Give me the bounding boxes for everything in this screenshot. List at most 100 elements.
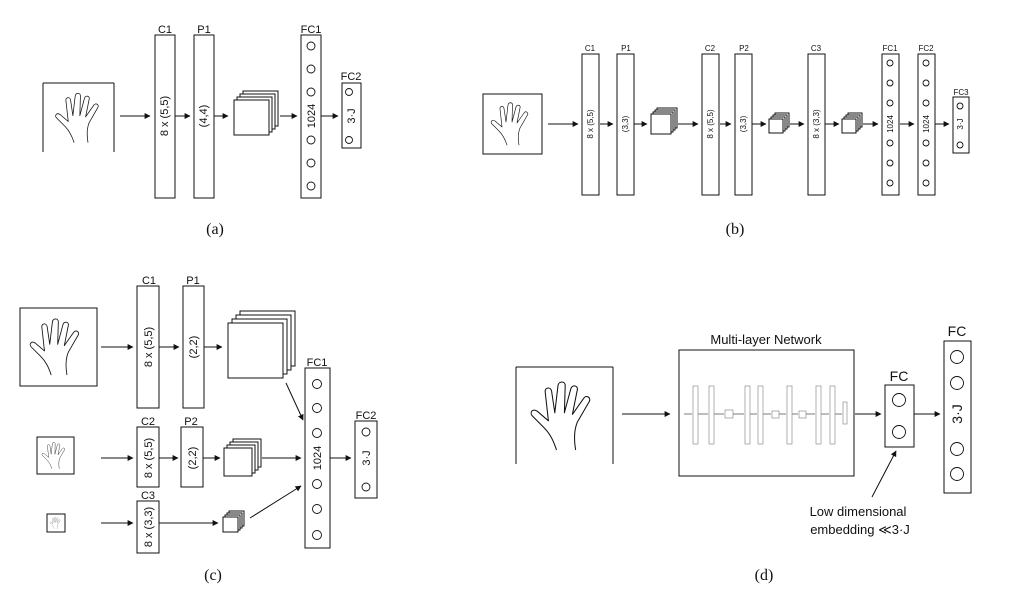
neuron-group xyxy=(922,59,930,187)
panel-c-fc2-layer: FC2 3·J xyxy=(354,410,378,499)
p1-title: P1 xyxy=(621,44,631,53)
neuron xyxy=(956,102,964,110)
c2-title: C2 xyxy=(141,416,155,428)
panel-d-input-image xyxy=(515,366,614,464)
c3-label: 8 x (3,3) xyxy=(812,109,821,139)
neuron xyxy=(886,139,894,147)
panel-a-fc1-layer: FC1 1024 xyxy=(300,24,322,199)
neuron xyxy=(950,376,964,390)
p2-label: (2,2) xyxy=(187,447,199,470)
neuron xyxy=(886,79,894,87)
network-thumbnail xyxy=(684,385,848,445)
neuron xyxy=(892,425,906,439)
fc3-title: FC3 xyxy=(953,88,969,97)
neuron xyxy=(950,442,964,456)
fc2-label: 1024 xyxy=(922,115,931,133)
neuron xyxy=(361,427,371,437)
fc1-label: 1024 xyxy=(312,446,324,470)
neuron-group xyxy=(306,41,316,191)
fc1-label: 1024 xyxy=(306,104,318,128)
p1-label: (3,3) xyxy=(621,115,630,132)
fc-small-title: FC xyxy=(890,368,909,384)
neuron xyxy=(950,467,964,481)
panel-b-p2-layer: P2 (3,3) xyxy=(734,44,753,196)
panel-c-input-image-medium xyxy=(36,436,75,475)
neuron xyxy=(312,504,322,514)
c1-title: C1 xyxy=(142,275,156,287)
neuron xyxy=(306,158,316,168)
p1-label: (2,2) xyxy=(188,336,200,359)
panel-a-c1-layer: C1 8 x (5,5) xyxy=(154,24,176,199)
panel-b-c2-layer: C2 8 x (5,5) xyxy=(701,44,720,196)
panel-c-feature-maps-1 xyxy=(227,310,296,379)
panel-c-p1-layer: P1 (2,2) xyxy=(182,275,205,409)
c1-label: 8 x (5,5) xyxy=(159,96,171,136)
neuron xyxy=(886,99,894,107)
c1-title: C1 xyxy=(158,24,172,36)
neuron-group xyxy=(956,102,964,149)
neuron xyxy=(345,136,353,144)
neuron xyxy=(922,59,930,67)
c1-label: 8 x (5,5) xyxy=(143,327,155,367)
neuron xyxy=(886,159,894,167)
panel-d-fc-embedding-layer: FC xyxy=(884,368,915,448)
p1-label: (4,4) xyxy=(198,105,210,128)
p1-title: P1 xyxy=(197,24,210,36)
neuron xyxy=(892,393,906,407)
neuron xyxy=(306,41,316,51)
p2-title: P2 xyxy=(184,416,197,428)
hand-icon xyxy=(55,92,99,143)
neuron xyxy=(922,159,930,167)
network-title: Multi-layer Network xyxy=(710,332,822,347)
panel-d-fc-output-layer: FC 3·J xyxy=(943,323,972,494)
panel-b-feature-maps-1 xyxy=(650,107,678,135)
neuron xyxy=(886,179,894,187)
embedding-text-line1: Low dimensional xyxy=(810,504,907,519)
c2-label: 8 x (5,5) xyxy=(143,438,155,478)
p1-title: P1 xyxy=(186,275,199,287)
neuron xyxy=(345,88,353,96)
c2-title: C2 xyxy=(705,44,716,53)
panel-c-c1-layer: C1 8 x (5,5) xyxy=(136,275,160,409)
panel-b-c1-layer: C1 8 x (5,5) xyxy=(581,44,600,196)
p2-label: (3,3) xyxy=(739,115,748,132)
c3-label: 8 x (3,3) xyxy=(143,507,155,547)
panel-a-feature-maps xyxy=(233,90,279,136)
caption-a: (a) xyxy=(206,221,224,238)
neuron-group xyxy=(312,379,322,540)
c3-title: C3 xyxy=(141,490,155,502)
neuron xyxy=(306,64,316,74)
p2-title: P2 xyxy=(739,44,749,53)
panel-c: C1 8 x (5,5) P1 (2,2) C2 8 x (5,5) xyxy=(19,275,378,584)
fc1-title: FC1 xyxy=(307,357,328,369)
panel-b-fc3-layer: FC3 3·J xyxy=(952,88,970,154)
panel-b-c3-layer: C3 8 x (3,3) xyxy=(807,44,826,196)
panel-d: Multi-layer Network xyxy=(515,323,972,584)
neuron xyxy=(306,135,316,145)
fc-big-title: FC xyxy=(948,323,967,339)
panel-b-fc2-layer: FC2 1024 xyxy=(917,44,936,196)
arrow xyxy=(285,382,304,421)
embedding-arrow xyxy=(871,450,897,498)
neuron xyxy=(312,530,322,540)
panel-b-input-image xyxy=(482,93,543,155)
neuron xyxy=(312,403,322,413)
c2-label: 8 x (5,5) xyxy=(706,109,715,139)
fc1-title: FC1 xyxy=(301,24,322,36)
neuron xyxy=(950,350,964,364)
fc2-label: 3·J xyxy=(346,108,358,123)
arrow xyxy=(249,485,302,519)
neuron xyxy=(312,379,322,389)
panel-a: C1 8 x (5,5) P1 (4,4) FC1 1024 FC2 xyxy=(42,24,362,238)
neuron-group xyxy=(892,393,906,439)
c1-label: 8 x (5,5) xyxy=(586,109,595,139)
neuron xyxy=(312,428,322,438)
neuron-group xyxy=(950,350,964,481)
neuron xyxy=(312,479,322,489)
panel-b-feature-maps-2 xyxy=(768,112,790,134)
panel-b: C1 8 x (5,5) P1 (3,3) C2 8 x (5,5) P2 (3… xyxy=(482,44,970,238)
fc3-label: 3·J xyxy=(956,118,965,129)
fc-big-label: 3·J xyxy=(949,404,965,423)
fc2-title: FC2 xyxy=(356,410,377,422)
